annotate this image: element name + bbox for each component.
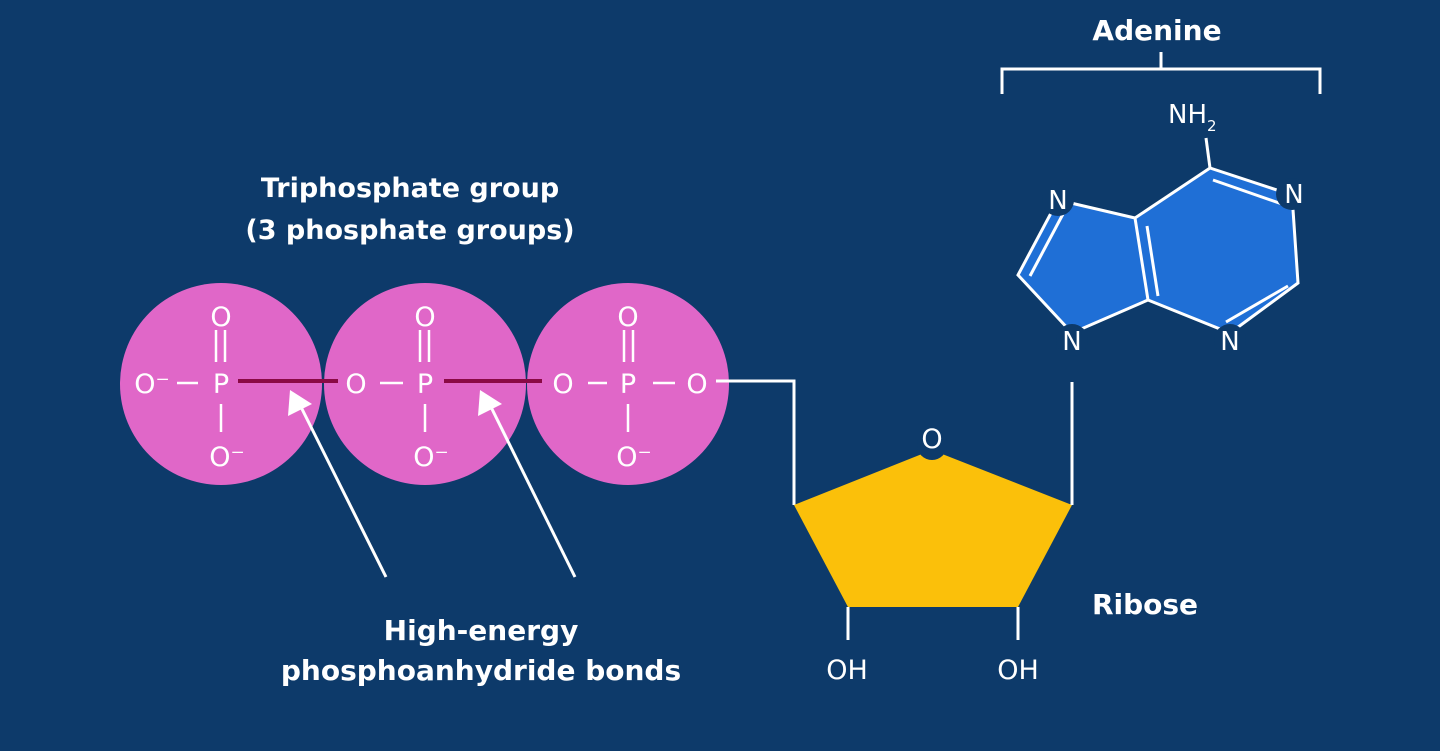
atom-o-minus-bottom-2: O⁻	[413, 442, 449, 473]
arrow-line-1	[298, 404, 388, 578]
arrow-head-1	[288, 390, 312, 416]
phosphate-groups	[120, 283, 729, 485]
adenine-six-ring	[1135, 168, 1298, 333]
high-energy-label-line1: High-energy	[384, 614, 579, 647]
high-energy-label-line2: phosphoanhydride bonds	[281, 654, 681, 687]
adenine-five-ring	[1018, 200, 1148, 333]
atom-p-3: P	[620, 369, 636, 400]
phosphate-circle-2	[324, 283, 526, 485]
triphosphate-label-line2: (3 phosphate groups)	[245, 215, 574, 246]
phosphate-bond-lines	[177, 330, 675, 432]
atom-nh2: NH2	[1168, 100, 1217, 135]
adenine-n-marker-2	[1276, 178, 1308, 210]
ribose-label: Ribose	[1092, 588, 1198, 621]
atom-n-1: N	[1048, 186, 1067, 216]
arrow-head-2	[478, 390, 502, 416]
adenine-label: Adenine	[1092, 14, 1221, 47]
atom-o-ester: O	[686, 369, 707, 400]
atom-n-2: N	[1284, 180, 1303, 210]
atom-o-top-1: O	[210, 302, 231, 333]
atom-o-minus-bottom-1: O⁻	[209, 442, 245, 473]
atom-n-3: N	[1062, 327, 1081, 357]
atom-p-2: P	[417, 369, 433, 400]
phosphate-circle-1	[120, 283, 322, 485]
atom-o-minus-bottom-3: O⁻	[616, 442, 652, 473]
atom-o-top-2: O	[414, 302, 435, 333]
atom-o-ribose: O	[921, 424, 942, 455]
adenine-atom-labels: N N N N NH2	[1042, 100, 1308, 357]
bond-arrows	[288, 390, 577, 578]
atom-oh-right: OH	[997, 655, 1039, 686]
adenine-rings	[1016, 137, 1300, 335]
triphosphate-label-line1: Triphosphate group	[261, 173, 559, 204]
adenine-n-marker-3	[1056, 324, 1088, 356]
ribose-oxygen-marker	[917, 430, 947, 460]
atom-o-bridge-2: O	[552, 369, 573, 400]
atom-oh-left: OH	[826, 655, 868, 686]
arrow-line-2	[488, 404, 577, 578]
ribose-ring	[794, 450, 1072, 607]
atom-nh-subscript: 2	[1207, 117, 1217, 135]
atom-p-1: P	[213, 369, 229, 400]
phosphate-ribose-link	[716, 379, 796, 505]
atom-n-4: N	[1220, 327, 1239, 357]
adenine-n-marker-4	[1214, 324, 1246, 356]
atom-nh: NH	[1168, 100, 1207, 130]
atom-o-top-3: O	[617, 302, 638, 333]
atom-o-bridge-1: O	[345, 369, 366, 400]
adenine-n-marker-1	[1042, 184, 1074, 216]
atom-o-minus-left-1: O⁻	[134, 369, 170, 400]
adenine-outline	[1016, 166, 1300, 335]
phosphate-circle-3	[527, 283, 729, 485]
adenine-bracket	[1000, 52, 1322, 94]
